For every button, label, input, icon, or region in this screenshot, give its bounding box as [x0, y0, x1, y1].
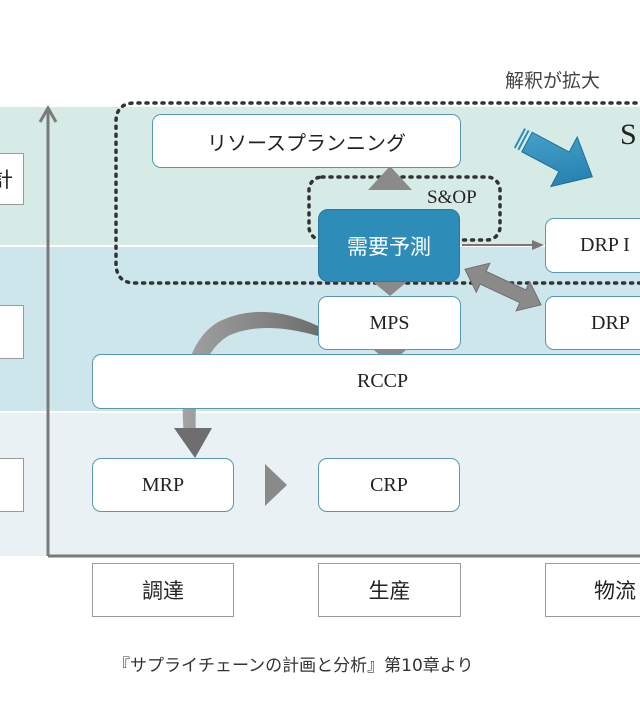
mps-box: MPS — [318, 296, 461, 350]
double-headed-arrow — [464, 262, 542, 312]
sop-label: S&OP — [427, 187, 477, 208]
level-label-top: 計 — [0, 153, 24, 205]
rccp-box: RCCP — [92, 354, 640, 409]
right-triangle-arrow — [265, 464, 287, 506]
curved-arrow-mps-to-mrp — [182, 311, 318, 436]
resource-planning-box: リソースプランニング — [152, 114, 461, 168]
forecast-to-drp-arrowhead — [532, 240, 544, 250]
curved-arrow-head — [174, 428, 212, 458]
big-arrow-label: S — [620, 118, 637, 151]
level-label-middle — [0, 305, 24, 359]
category-logistics: 物流 — [545, 563, 640, 617]
category-production: 生産 — [318, 563, 461, 617]
y-axis-arrowhead — [38, 104, 58, 123]
scope-boundary — [114, 101, 640, 285]
demand-forecast-box: 需要予測 — [318, 209, 460, 282]
drp-top-box: DRP I — [545, 218, 640, 273]
sop-region — [307, 175, 502, 242]
scope-note: 解釈が拡大 — [505, 70, 601, 92]
category-procurement: 調達 — [92, 563, 234, 617]
source-caption: 『サプライチェーンの計画と分析』第10章より — [113, 656, 474, 676]
mrp-box: MRP — [92, 458, 234, 512]
crp-box: CRP — [318, 458, 460, 512]
big-blue-arrow — [513, 128, 593, 188]
level-label-bottom — [0, 458, 24, 512]
up-triangle-arrow — [368, 166, 412, 190]
drp-mid-box: DRP — [545, 296, 640, 350]
